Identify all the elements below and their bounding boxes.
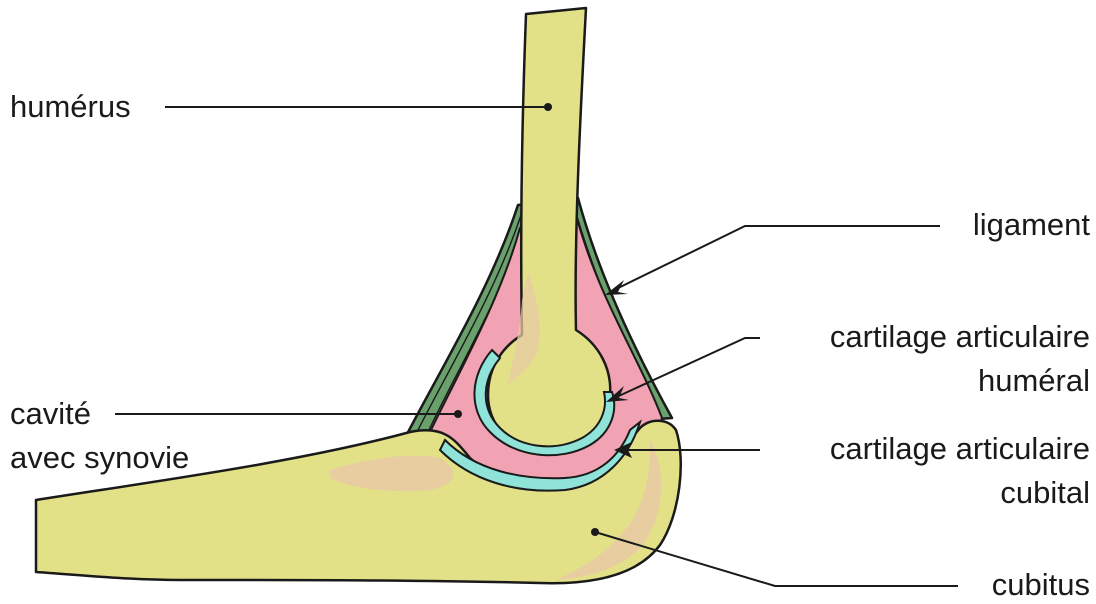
label-humerus: humérus	[10, 88, 131, 126]
dot-cubitus	[591, 528, 599, 536]
label-cavity-line2: avec synovie	[10, 439, 189, 477]
leader-ligament	[610, 226, 940, 292]
label-cartilage-cubital-line1: cartilage articulaire	[830, 430, 1090, 468]
label-cartilage-cubital-line2: cubital	[1000, 474, 1090, 512]
label-cartilage-humeral-line2: huméral	[978, 362, 1090, 400]
label-cartilage-humeral-line1: cartilage articulaire	[830, 318, 1090, 356]
label-ligament: ligament	[973, 206, 1090, 244]
dot-cavity	[454, 410, 462, 418]
label-cubitus: cubitus	[992, 566, 1090, 604]
dot-humerus	[544, 103, 552, 111]
humerus-bone	[488, 8, 610, 450]
label-cavity-line1: cavité	[10, 395, 91, 433]
